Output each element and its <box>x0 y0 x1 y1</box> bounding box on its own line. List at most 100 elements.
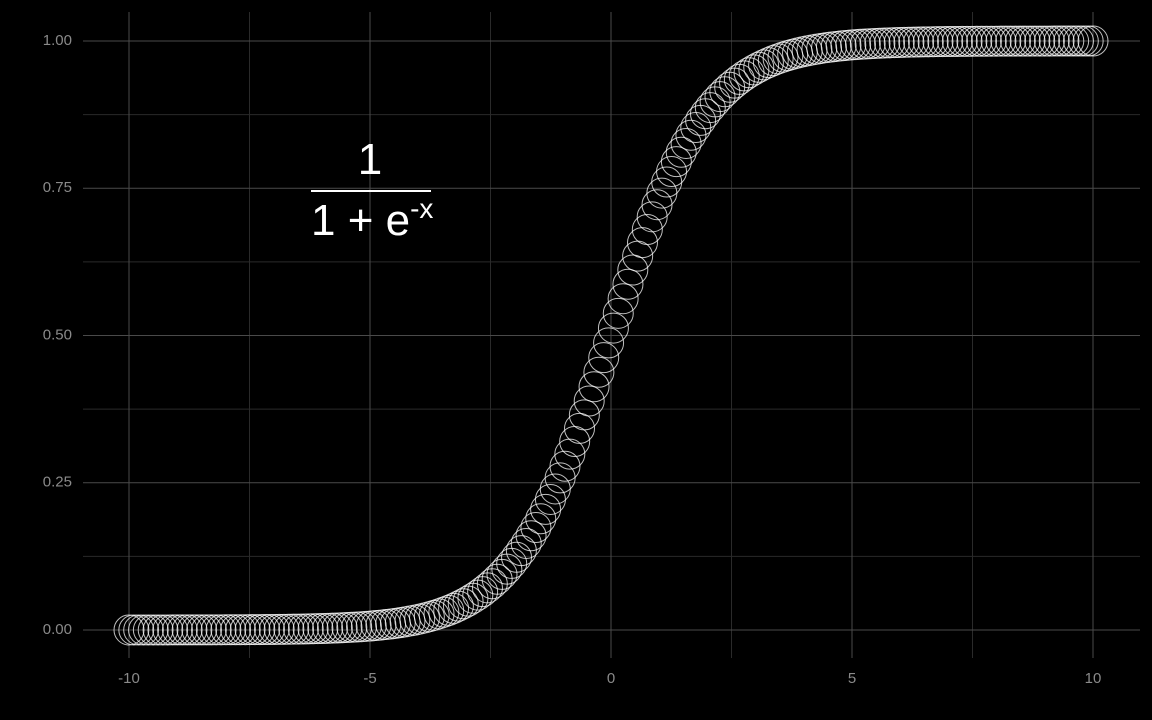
data-point <box>438 592 470 624</box>
data-point <box>1048 25 1080 57</box>
data-point <box>951 25 983 57</box>
data-point <box>302 613 334 645</box>
data-point <box>975 25 1007 57</box>
data-point <box>564 412 596 444</box>
x-tick-label: 5 <box>848 670 856 687</box>
data-point <box>1058 25 1090 57</box>
data-point <box>636 201 668 233</box>
data-point <box>670 127 702 159</box>
data-point <box>907 26 939 58</box>
data-point <box>607 283 639 315</box>
y-axis-tick-labels: 0.00 0.25 0.50 0.75 1.00 <box>43 32 72 638</box>
data-point <box>253 614 285 646</box>
data-point <box>195 614 227 646</box>
formula-denominator: 1 + e-x <box>311 193 433 245</box>
y-tick-label: 0.25 <box>43 474 72 491</box>
data-point <box>932 26 964 58</box>
data-point <box>888 26 920 58</box>
formula-exponent: -x <box>410 193 433 224</box>
data-point <box>1024 25 1056 57</box>
data-point <box>220 614 252 646</box>
data-point <box>297 613 329 645</box>
data-point <box>665 136 697 168</box>
data-point <box>728 60 760 92</box>
data-point <box>200 614 232 646</box>
data-point <box>152 614 184 646</box>
data-point <box>321 612 353 644</box>
formula-denominator-base: 1 + e <box>311 196 410 245</box>
data-point <box>505 535 537 567</box>
data-point <box>631 213 663 245</box>
data-point <box>142 614 174 646</box>
x-tick-label: -5 <box>363 670 376 687</box>
data-point <box>859 27 891 59</box>
data-point <box>549 450 581 482</box>
data-point <box>205 614 237 646</box>
data-point <box>883 26 915 58</box>
data-point <box>157 614 189 646</box>
y-tick-label: 0.50 <box>43 326 72 343</box>
data-point <box>869 27 901 59</box>
data-point <box>1072 25 1104 57</box>
data-point <box>612 268 644 300</box>
data-point <box>186 614 218 646</box>
data-point <box>554 438 586 470</box>
data-point <box>1004 25 1036 57</box>
data-point <box>723 63 755 95</box>
data-point <box>961 25 993 57</box>
data-point <box>176 614 208 646</box>
data-point <box>1038 25 1070 57</box>
x-tick-label: 10 <box>1085 670 1102 687</box>
data-point <box>515 520 547 552</box>
data-point <box>278 613 310 645</box>
data-point <box>927 26 959 58</box>
data-point <box>215 614 247 646</box>
data-point <box>767 41 799 73</box>
data-point <box>229 614 261 646</box>
data-point <box>118 614 150 646</box>
data-point <box>1043 25 1075 57</box>
data-point <box>307 613 339 645</box>
data-point <box>874 27 906 59</box>
y-tick-label: 0.00 <box>43 621 72 638</box>
data-point <box>161 614 193 646</box>
data-point <box>224 614 256 646</box>
data-point <box>210 614 242 646</box>
data-point <box>1053 25 1085 57</box>
sigmoid-formula-annotation: 1 1 + e-x <box>311 135 433 245</box>
data-point <box>263 613 295 645</box>
data-point <box>980 25 1012 57</box>
data-point <box>656 156 688 188</box>
data-point <box>283 613 315 645</box>
data-point <box>292 613 324 645</box>
data-point <box>113 614 145 646</box>
data-point <box>181 614 213 646</box>
data-point <box>583 356 615 388</box>
data-point <box>593 327 625 359</box>
data-point <box>602 297 634 329</box>
data-point <box>743 51 775 83</box>
data-point <box>287 613 319 645</box>
data-point <box>660 146 692 178</box>
data-point <box>995 25 1027 57</box>
data-point <box>171 614 203 646</box>
data-point <box>597 312 629 344</box>
data-point <box>166 614 198 646</box>
data-point <box>525 503 557 535</box>
data-point <box>1033 25 1065 57</box>
data-point <box>268 613 300 645</box>
data-point <box>617 254 649 286</box>
data-point <box>312 612 344 644</box>
data-point <box>244 614 276 646</box>
x-axis-tick-labels: -10 -5 0 5 10 <box>118 670 1101 687</box>
data-point <box>132 614 164 646</box>
data-points <box>113 25 1109 646</box>
data-point <box>442 590 474 622</box>
data-point <box>1009 25 1041 57</box>
data-point <box>1067 25 1099 57</box>
data-point <box>893 26 925 58</box>
data-point <box>946 25 978 57</box>
data-point <box>966 25 998 57</box>
data-point <box>1019 25 1051 57</box>
data-point <box>1014 25 1046 57</box>
